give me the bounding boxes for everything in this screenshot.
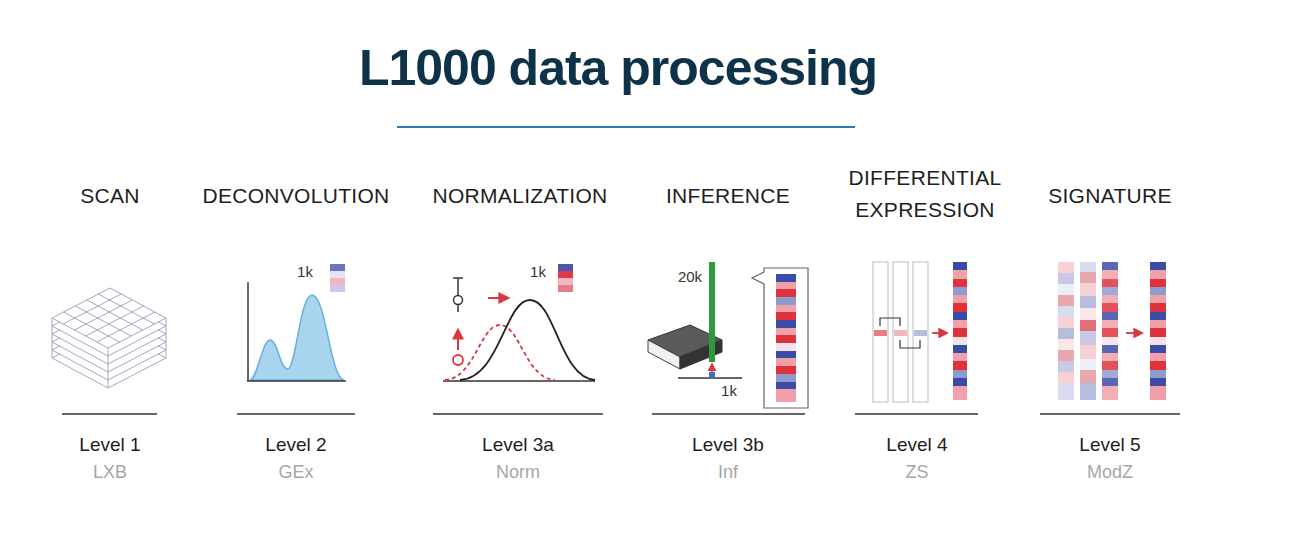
count-label: 1k — [297, 263, 313, 281]
normalization-icon — [443, 264, 595, 381]
inference-icon — [648, 262, 808, 408]
level-label: Level 3b — [692, 433, 764, 457]
file-code: ModZ — [1087, 461, 1133, 483]
count-label: 1k — [721, 382, 737, 400]
level-label: Level 1 — [79, 433, 140, 457]
differential-expression-icon — [873, 262, 967, 402]
level-label: Level 5 — [1079, 433, 1140, 457]
step-heading: DIFFERENTIAL EXPRESSION — [830, 162, 1020, 226]
step-heading: NORMALIZATION — [432, 183, 607, 209]
level-label: Level 2 — [265, 433, 326, 457]
level-label: Level 4 — [886, 433, 947, 457]
level-label: Level 3a — [482, 433, 554, 457]
file-code: LXB — [93, 461, 127, 483]
count-label: 1k — [530, 263, 546, 281]
file-code: Inf — [718, 461, 738, 483]
count-label: 20k — [678, 268, 702, 286]
title-underline — [397, 126, 855, 128]
step-heading: SIGNATURE — [1048, 183, 1172, 209]
file-code: ZS — [905, 461, 928, 483]
step-heading: DECONVOLUTION — [202, 183, 389, 209]
file-code: Norm — [496, 461, 540, 483]
column-baselines — [62, 413, 1180, 415]
signature-icon — [1058, 262, 1166, 400]
file-code: GEx — [278, 461, 313, 483]
diagram-title: L1000 data processing — [359, 38, 877, 98]
deconvolution-icon — [247, 264, 346, 381]
step-heading: SCAN — [80, 183, 140, 209]
plate-stack-icon — [52, 288, 166, 388]
step-heading: INFERENCE — [666, 183, 790, 209]
